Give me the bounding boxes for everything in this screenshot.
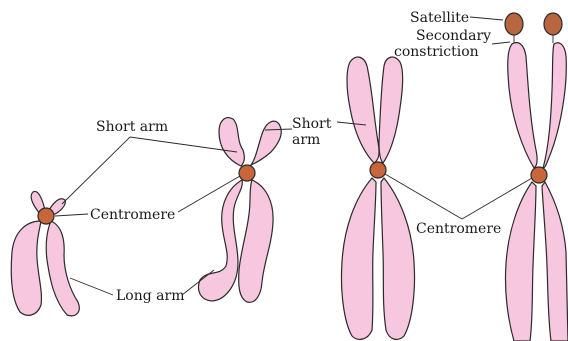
label-secondary-constriction-line1: Secondary (416, 28, 491, 44)
chr2-short-arm-right (251, 121, 281, 165)
chr1-centromere (38, 208, 54, 224)
chr3-short-arm-left (347, 57, 379, 163)
label-centromere-left: Centromere (90, 207, 175, 223)
leader-centromere-to-chr1 (55, 214, 88, 216)
chr4-short-arm-right (543, 43, 566, 168)
chr4-short-arm-left (508, 43, 537, 169)
chr2-short-arm-left (219, 118, 244, 166)
chr1-long-arm-left (11, 221, 41, 315)
leader-satellite (470, 17, 503, 20)
chromosome-acrocentric (11, 191, 79, 315)
chromosome-submetacentric (199, 118, 282, 303)
chr4-satellite-left (505, 13, 523, 35)
labels: Satellite Secondary constriction Short a… (90, 10, 501, 304)
chr4-centromere (531, 167, 547, 183)
leader-short-arm-to-chr1 (62, 137, 130, 204)
label-short-arm-right-line1: Short (292, 116, 332, 132)
chr2-long-arm-left (199, 180, 243, 301)
leader-long-arm-to-chr1 (70, 278, 113, 295)
label-short-arm-right-line2: arm (292, 132, 320, 148)
label-long-arm: Long arm (116, 288, 184, 304)
chr3-long-arm-right (381, 178, 415, 339)
label-centromere-right: Centromere (416, 221, 501, 237)
chr4-long-arm-left (505, 182, 536, 341)
chr4-long-arm-right (542, 182, 568, 341)
chromosome-metacentric (341, 57, 414, 339)
chr3-long-arm-left (341, 178, 376, 339)
chr1-long-arm-right (46, 221, 79, 316)
chr2-centromere (239, 165, 255, 181)
label-satellite: Satellite (410, 10, 469, 26)
chr4-satellite-right (544, 13, 562, 35)
chromosome-satellite (505, 13, 568, 341)
chr3-centromere (370, 162, 386, 178)
chr2-long-arm-right (239, 180, 273, 302)
chr3-short-arm-right (379, 57, 403, 163)
label-secondary-constriction-line2: constriction (394, 44, 479, 60)
leader-secondary-constriction (492, 42, 510, 44)
label-short-arm-left: Short arm (96, 119, 168, 135)
